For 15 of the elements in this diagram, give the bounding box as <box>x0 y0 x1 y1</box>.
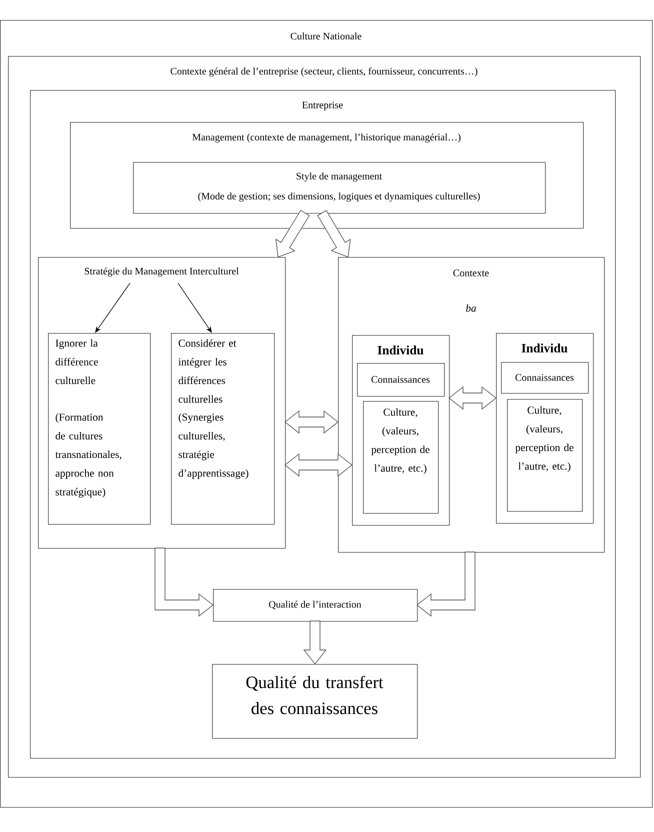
block-arrow <box>154 548 214 617</box>
block-arrow <box>416 552 476 617</box>
result-box: Qualité du transfert des connaissances <box>212 664 418 739</box>
text-box: Culture, (valeurs, perception de l’autre, etc.) <box>363 401 439 514</box>
text-box: Considérer et intégrer les différences culturelles (Synergies culturelles, stratégie d’apprentissage) <box>171 333 275 525</box>
text-box: Style de management (Mode de gestion; ses dimensions, logiques et dynamiques culturelles) <box>133 162 546 214</box>
text-box: Connaissances <box>357 363 445 397</box>
block-arrow <box>303 620 327 665</box>
text-box: Qualité de l’interaction <box>213 589 418 622</box>
text-box: Connaissances <box>501 362 589 394</box>
text-box: Culture, (valeurs, perception de l’autre, etc.) <box>507 399 583 512</box>
arrow <box>95 282 130 333</box>
block-arrow <box>317 210 351 258</box>
text-box: Ignorer la différence culturelle (Formation de cultures transnationales, approche non stratégique) <box>48 333 151 525</box>
arrow <box>178 282 212 333</box>
